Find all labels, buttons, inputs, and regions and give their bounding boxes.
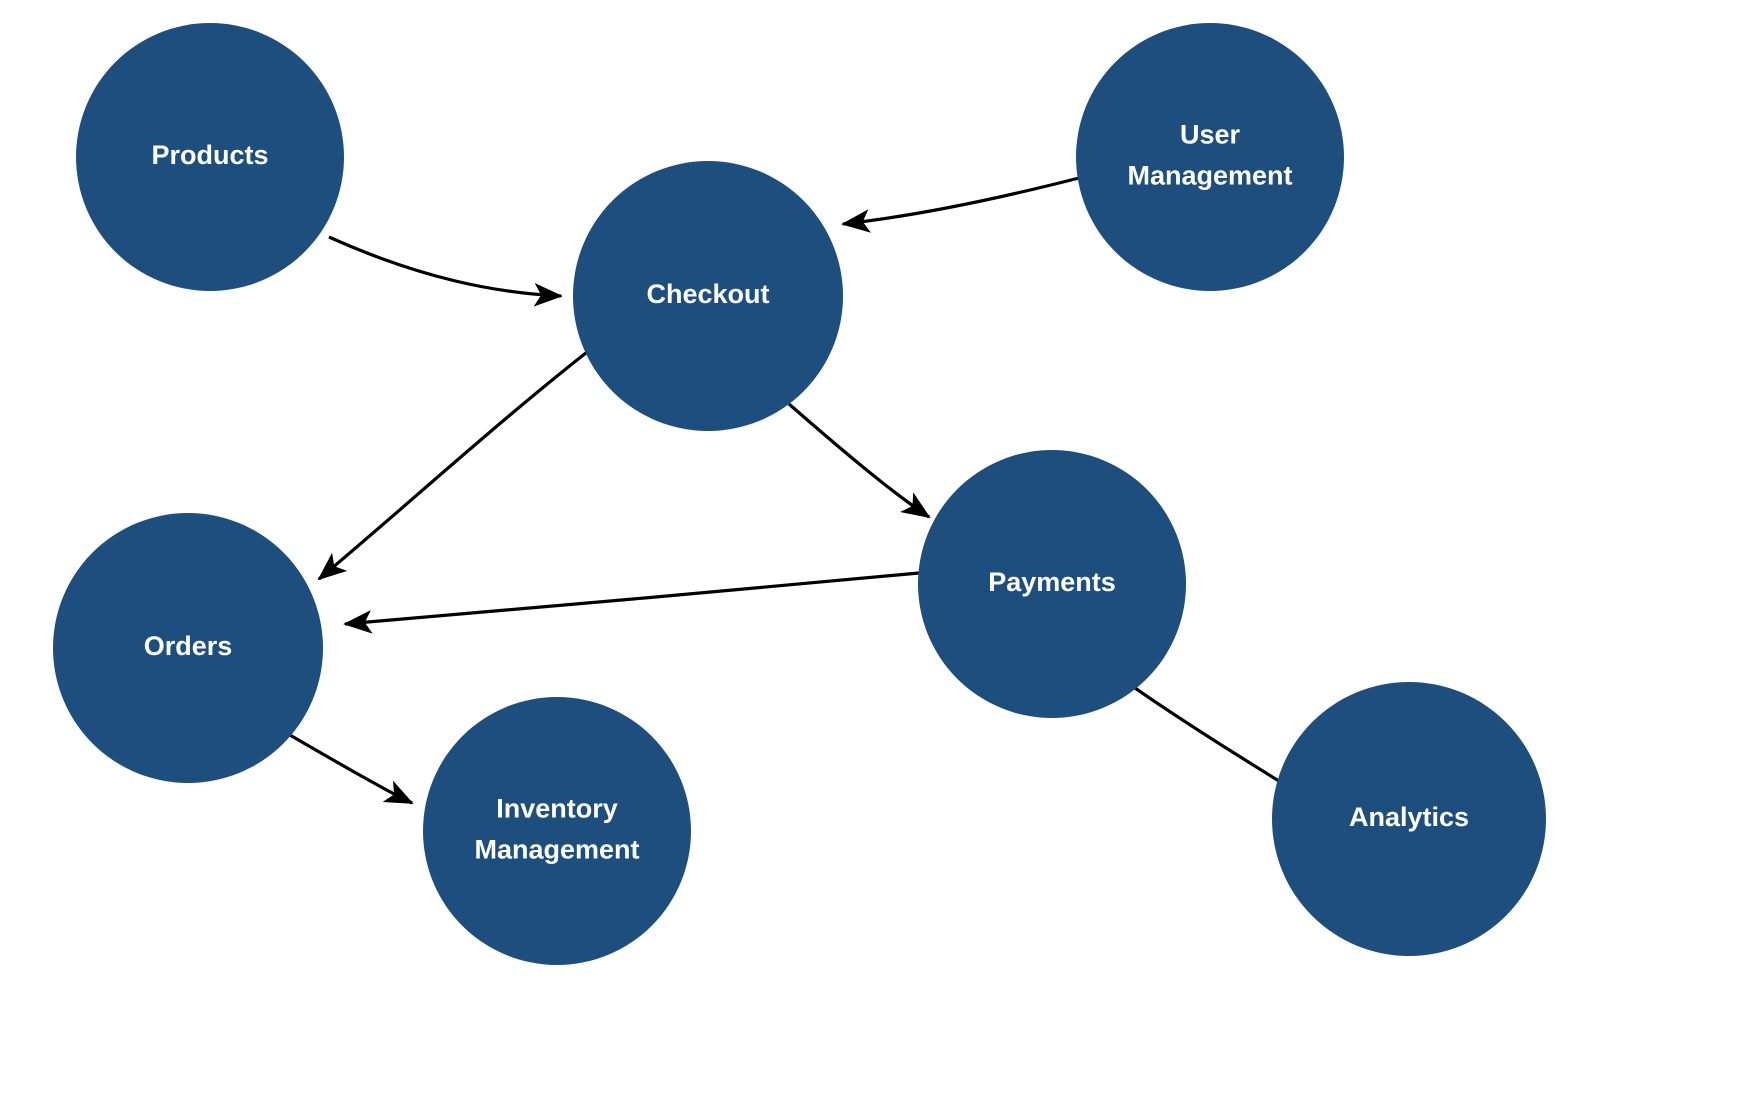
node-payments[interactable]: Payments: [918, 450, 1186, 718]
node-analytics[interactable]: Analytics: [1272, 682, 1546, 956]
edges-layer: [282, 176, 1403, 858]
node-circle-payments[interactable]: [918, 450, 1186, 718]
edge-checkout-to-payments: [787, 402, 931, 519]
edge-orders-to-inventory-management: [282, 729, 414, 805]
edge-checkout-to-orders: [317, 347, 592, 581]
edge-user-management-to-checkout: [841, 176, 1080, 233]
edge-line: [787, 402, 931, 519]
edge-line: [317, 347, 592, 581]
edge-products-to-checkout: [328, 235, 563, 307]
node-circle-user-management[interactable]: [1076, 23, 1344, 291]
edge-line: [328, 235, 563, 307]
edge-line: [282, 729, 414, 805]
edge-line: [343, 571, 920, 634]
node-circle-orders[interactable]: [53, 513, 323, 783]
node-circle-analytics[interactable]: [1272, 682, 1546, 956]
node-products[interactable]: Products: [76, 23, 344, 291]
node-orders[interactable]: Orders: [53, 513, 323, 783]
edge-line: [841, 176, 1080, 233]
node-checkout[interactable]: Checkout: [573, 161, 843, 431]
edge-payments-to-orders: [343, 571, 920, 634]
node-circle-inventory-management[interactable]: [423, 697, 691, 965]
node-circle-checkout[interactable]: [573, 161, 843, 431]
node-circle-products[interactable]: [76, 23, 344, 291]
